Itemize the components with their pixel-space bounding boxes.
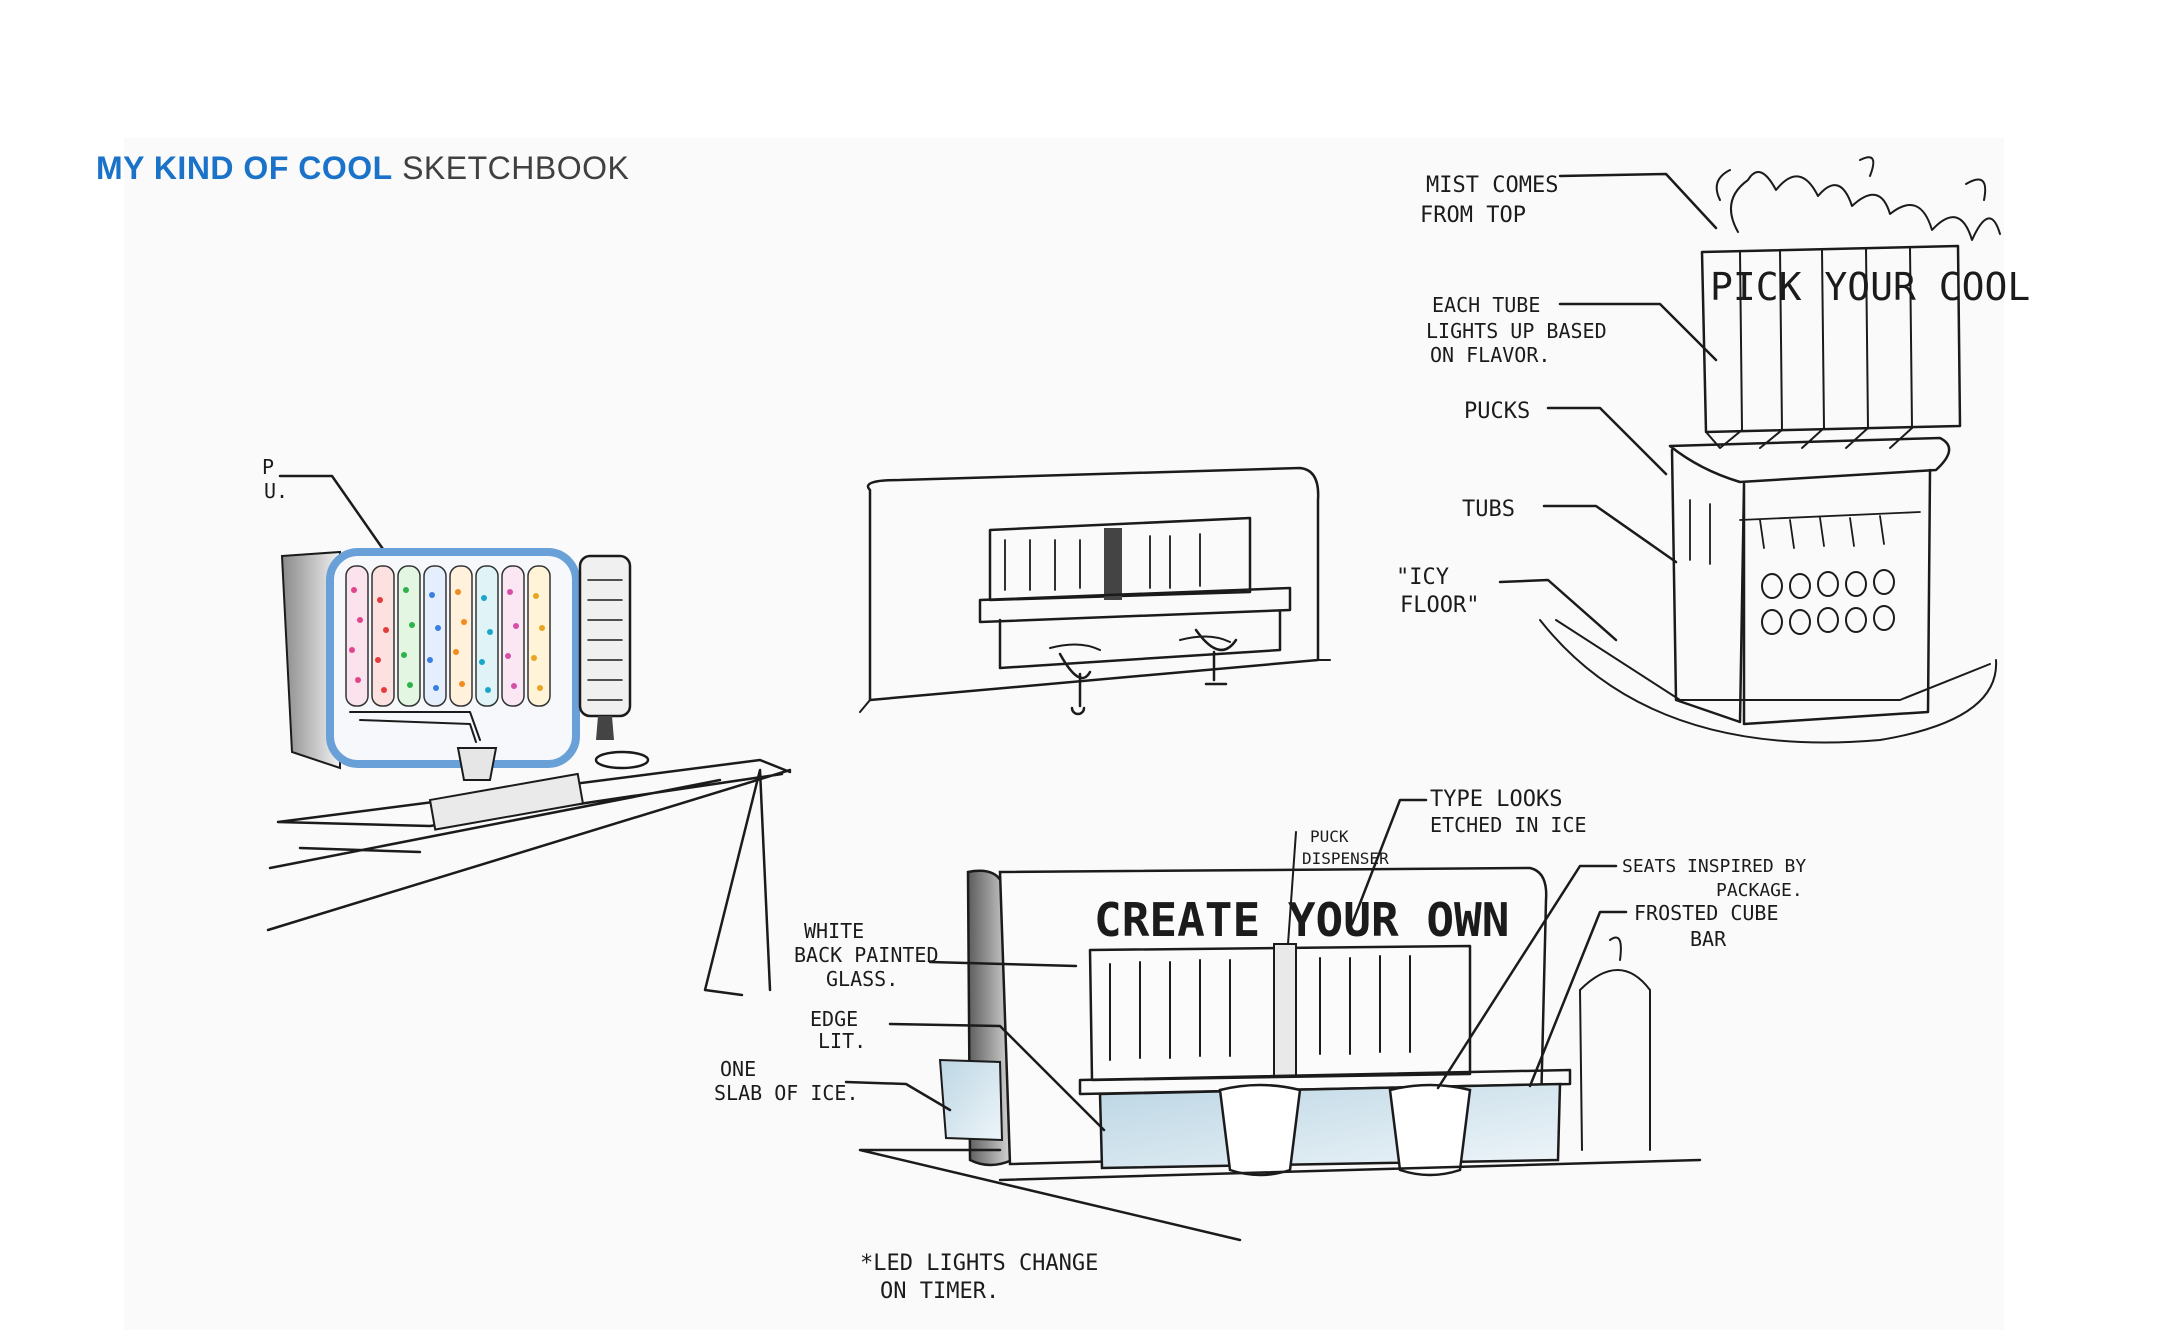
sketch-wall-counter	[859, 466, 1331, 716]
puck-dispenser	[1273, 943, 1297, 1077]
sketchbook-subtitle: SKETCHBOOK	[402, 150, 630, 186]
anno-puck-2: DISPENSER	[1302, 849, 1389, 868]
anno-frosted-1: FROSTED CUBE	[1634, 901, 1779, 925]
anno-floor-2: FLOOR"	[1400, 593, 1479, 618]
anno-mist-1: MIST COMES	[1426, 173, 1558, 198]
sketch1-label-1: P	[262, 455, 274, 479]
anno-led-1: *LED LIGHTS CHANGE	[860, 1251, 1098, 1276]
flavor-tubes	[345, 565, 551, 707]
anno-tube-2: LIGHTS UP BASED	[1426, 319, 1607, 343]
page-title: MY KIND OF COOL SKETCHBOOK	[96, 150, 629, 187]
ice-slab	[1098, 1082, 1562, 1170]
anno-floor-1: "ICY	[1396, 565, 1449, 590]
anno-white-1: WHITE	[804, 919, 864, 943]
anno-tube-1: EACH TUBE	[1432, 293, 1540, 317]
icy-floor	[1539, 619, 1998, 744]
seat-1	[1218, 1083, 1302, 1177]
wall-panel	[866, 466, 1320, 702]
anno-mist-2: FROM TOP	[1420, 203, 1526, 228]
tub-lines	[1689, 499, 1921, 565]
brand-title: MY KIND OF COOL	[96, 150, 393, 186]
control-strip	[428, 772, 585, 831]
mist-lines	[1730, 171, 2001, 241]
anno-slab-2: SLAB OF ICE.	[714, 1081, 859, 1105]
sketch1-label-2: U.	[264, 479, 288, 503]
spout-lines	[349, 711, 481, 743]
anno-type-1: TYPE LOOKS	[1430, 787, 1562, 812]
anno-edge-2: LIT.	[818, 1029, 866, 1053]
puck-stack	[1104, 528, 1122, 600]
seat-2	[1388, 1083, 1472, 1177]
anno-seats-2: PACKAGE.	[1716, 880, 1803, 901]
counter-lines	[266, 758, 792, 932]
puck-holes	[1761, 569, 1895, 635]
sketch-create-your-own-bar: CREATE YOUR OWN PUCK DISPENSER TYPE LOOK…	[714, 787, 1806, 1304]
cup-1	[456, 747, 498, 781]
anno-white-2: BACK PAINTED	[794, 943, 939, 967]
anno-pucks: PUCKS	[1464, 399, 1530, 424]
anno-type-2: ETCHED IN ICE	[1430, 813, 1587, 837]
anno-tubs: TUBS	[1462, 497, 1515, 522]
create-your-own-sign: CREATE YOUR OWN	[1094, 893, 1509, 947]
pick-your-cool-sign: PICK YOUR COOL	[1710, 265, 2030, 309]
anno-edge-1: EDGE	[810, 1007, 858, 1031]
anno-slab-1: ONE	[720, 1057, 756, 1081]
anno-tube-3: ON FLAVOR.	[1430, 343, 1550, 367]
sketch1-leader	[278, 474, 394, 564]
anno-puck-1: PUCK	[1310, 827, 1349, 846]
sketch-pick-your-cool-tower: PICK YOUR COOL MIST COMES FROM TOP EACH …	[1396, 156, 2030, 744]
anno-frosted-2: BAR	[1690, 927, 1727, 951]
sketch-tube-dispenser: P U.	[262, 455, 792, 997]
anno-white-3: GLASS.	[826, 967, 898, 991]
dispenser-side	[280, 550, 341, 770]
anno-seats-1: SEATS INSPIRED BY	[1622, 856, 1806, 877]
anno-led-2: ON TIMER.	[880, 1279, 999, 1304]
